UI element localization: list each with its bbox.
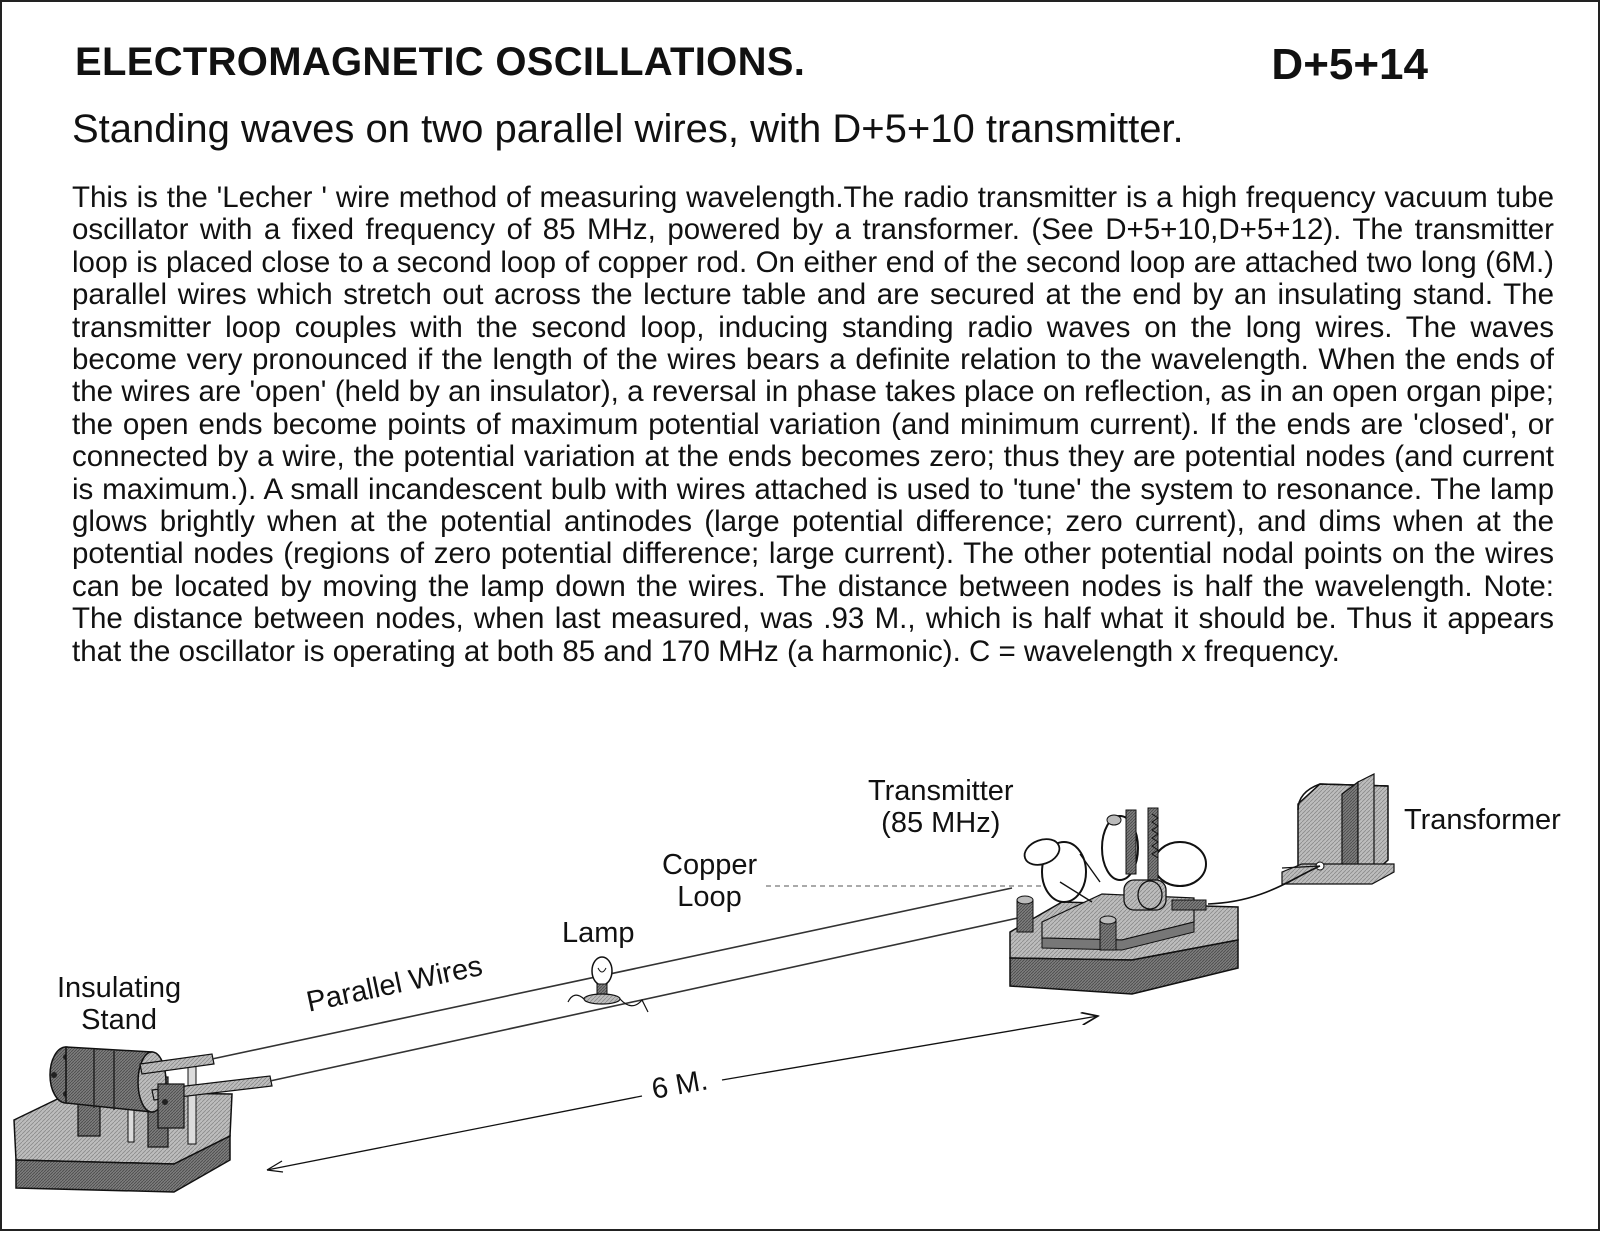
insulating-stand-label: Insulating Stand: [57, 972, 181, 1036]
transmitter-label-line2: (85 MHz): [881, 807, 1001, 839]
insulating-stand: [13, 1046, 273, 1193]
copper-loop-label-line1: Copper: [662, 849, 758, 881]
description-paragraph: This is the 'Lecher ' wire method of mea…: [72, 181, 1554, 668]
transmitter-label: Transmitter (85 MHz): [868, 775, 1014, 839]
insulating-stand-label-line1: Insulating: [57, 972, 182, 1004]
transformer: [1207, 773, 1395, 905]
transmitter-label-line1: Transmitter: [868, 775, 1014, 807]
insulating-stand-label-line2: Stand: [81, 1004, 157, 1036]
page-subtitle: Standing waves on two parallel wires, wi…: [72, 107, 1184, 151]
page-title: ELECTROMAGNETIC OSCILLATIONS.: [75, 40, 806, 84]
copper-loop-label: Copper Loop: [662, 849, 757, 913]
lamp-bulb: [567, 956, 649, 1013]
demo-code: D+5+14: [1271, 40, 1428, 89]
transmitter: [1009, 807, 1239, 995]
copper-loop-label-line2: Loop: [677, 881, 742, 913]
lamp-label: Lamp: [562, 917, 635, 949]
distance-dimension: [266, 1016, 1098, 1173]
transformer-label: Transformer: [1404, 804, 1561, 836]
